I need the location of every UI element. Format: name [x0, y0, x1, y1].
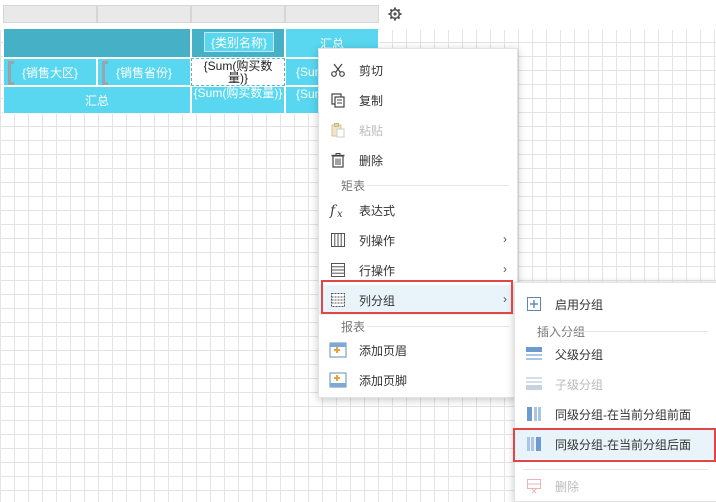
- menu-item-label: 剪切: [359, 63, 384, 78]
- column-group-submenu: 启用分组 插入分组 父级分组 子级分组 同级分组-在当前分组前面 同级分组-在当…: [514, 282, 716, 502]
- menu-item-label: 删除: [359, 153, 384, 168]
- submenu-item-label: 父级分组: [555, 347, 604, 362]
- sum-quantity-cell[interactable]: {Sum(购买数量)}: [191, 58, 285, 86]
- add-footer-icon: [329, 371, 347, 389]
- submenu-item-label: 同级分组-在当前分组后面: [555, 437, 691, 452]
- group-bracket-icon: [8, 61, 14, 85]
- column-ruler: [0, 0, 716, 30]
- section-divider: [367, 326, 509, 327]
- highlight-sibling-after: [513, 428, 716, 462]
- menu-item-add-footer[interactable]: 添加页脚: [319, 365, 517, 395]
- submenu-item-label: 启用分组: [555, 297, 604, 312]
- menu-item-label: 行操作: [359, 263, 396, 278]
- menu-item-copy[interactable]: 复制: [319, 85, 517, 115]
- section-divider: [367, 185, 509, 186]
- chevron-right-icon: ›: [503, 262, 507, 276]
- footer-sum-cell[interactable]: {Sum(购买数量)}: [191, 86, 285, 114]
- column-group-icon: [329, 291, 347, 309]
- section-insert-label: 插入分组: [537, 325, 586, 339]
- menu-item-cut[interactable]: 剪切: [319, 55, 517, 85]
- chevron-right-icon: ›: [503, 292, 507, 306]
- sibling-before-icon: [525, 405, 543, 423]
- menu-item-label: 列分组: [359, 293, 396, 308]
- add-header-icon: [329, 341, 347, 359]
- submenu-item-sibling-before[interactable]: 同级分组-在当前分组前面: [515, 399, 716, 429]
- submenu-item-child-group[interactable]: 子级分组: [515, 369, 716, 399]
- ruler-segment-3[interactable]: [191, 5, 285, 23]
- menu-item-paste[interactable]: 粘贴: [319, 115, 517, 145]
- highlight-column-group: [321, 280, 513, 314]
- copy-icon: [329, 91, 347, 109]
- menu-item-row-ops[interactable]: 行操作 ›: [319, 255, 517, 285]
- menu-item-column-ops[interactable]: 列操作 ›: [319, 225, 517, 255]
- submenu-item-parent-group[interactable]: 父级分组: [515, 339, 716, 369]
- menu-item-label: 添加页脚: [359, 373, 408, 388]
- submenu-item-label: 删除: [555, 479, 580, 494]
- submenu-item-label: 同级分组-在当前分组前面: [555, 407, 691, 422]
- section-divider: [563, 331, 708, 332]
- plus-box-icon: [525, 295, 543, 313]
- matrix-corner-cell[interactable]: [3, 28, 191, 58]
- ruler-segment-1[interactable]: [3, 5, 97, 23]
- menu-item-label: 复制: [359, 93, 384, 108]
- columns-icon: [329, 231, 347, 249]
- submenu-item-label: 子级分组: [555, 377, 604, 392]
- section-divider: [523, 469, 708, 470]
- sales-region-cell[interactable]: {销售大区}: [3, 58, 97, 86]
- footer-sum-label-2: {Sum: [296, 87, 325, 101]
- trash-icon: [329, 151, 347, 169]
- menu-item-column-group[interactable]: 列分组 ›: [319, 285, 517, 315]
- footer-sum-label: {Sum(购买数量)}: [193, 86, 283, 100]
- sales-province-cell[interactable]: {销售省份}: [97, 58, 191, 86]
- scissors-icon: [329, 61, 347, 79]
- sibling-after-icon: [525, 435, 543, 453]
- svg-text:f: f: [329, 203, 338, 219]
- menu-item-label: 表达式: [359, 203, 396, 218]
- submenu-item-delete[interactable]: 删除: [515, 471, 716, 501]
- submenu-item-enable-group[interactable]: 启用分组: [515, 289, 716, 319]
- category-name-tag: {类别名称}: [204, 32, 274, 52]
- section-matrix-label: 矩表: [341, 179, 366, 193]
- ruler-segment-4[interactable]: [285, 5, 379, 23]
- menu-item-add-header[interactable]: 添加页眉: [319, 335, 517, 365]
- paste-icon: [329, 121, 347, 139]
- svg-text:x: x: [337, 209, 343, 219]
- chevron-right-icon: ›: [503, 232, 507, 246]
- child-group-icon: [525, 375, 543, 393]
- submenu-item-sibling-after[interactable]: 同级分组-在当前分组后面: [515, 429, 716, 459]
- group-bracket-icon: [102, 61, 108, 85]
- section-report-label: 报表: [341, 320, 366, 334]
- category-header-cell[interactable]: {类别名称}: [191, 28, 285, 58]
- summary-sum-label: {Sum: [296, 65, 325, 79]
- menu-item-delete[interactable]: 删除: [319, 145, 517, 175]
- menu-item-label: 粘贴: [359, 123, 384, 138]
- ruler-segment-2[interactable]: [97, 5, 191, 23]
- sales-region-label: {销售大区}: [21, 65, 79, 80]
- menu-item-label: 添加页眉: [359, 343, 408, 358]
- menu-item-label: 列操作: [359, 233, 396, 248]
- rows-icon: [329, 261, 347, 279]
- sales-province-label: {销售省份}: [115, 65, 173, 80]
- footer-summary-cell[interactable]: 汇总: [3, 86, 191, 114]
- gear-icon[interactable]: [386, 5, 404, 23]
- delete-group-icon: [525, 477, 543, 495]
- parent-group-icon: [525, 345, 543, 363]
